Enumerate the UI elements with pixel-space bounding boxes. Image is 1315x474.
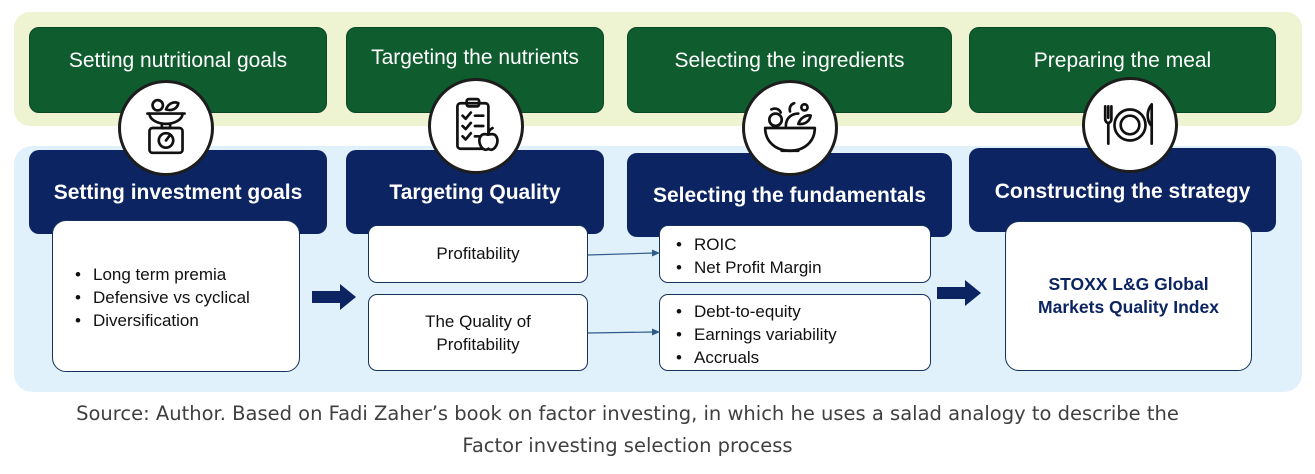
- list-item: Defensive vs cyclical: [71, 286, 299, 309]
- flow-arrow-icon: [937, 280, 981, 306]
- list-item: Debt-to-equity: [672, 300, 930, 323]
- strategy-result-text: STOXX L&G Global Markets Quality Index: [1038, 274, 1219, 317]
- caption-line-2: Factor investing selection process: [462, 434, 793, 457]
- list-item: ROIC: [672, 233, 930, 256]
- salad-bowl-icon: [742, 80, 838, 176]
- list-item: Net Profit Margin: [672, 256, 930, 279]
- list-item: Accruals: [672, 346, 930, 369]
- strategy-result-box: STOXX L&G Global Markets Quality Index: [1005, 221, 1252, 371]
- flow-arrow-icon: [312, 284, 356, 310]
- plate-cutlery-icon: [1082, 77, 1178, 173]
- invest-step-selecting-fundamentals: Selecting the fundamentals: [627, 153, 952, 237]
- connector-arrow-icon: [588, 249, 660, 257]
- invest-step-targeting-quality: Targeting Quality: [346, 150, 604, 234]
- connector-arrow-icon: [588, 328, 660, 336]
- list-item: Long term premia: [71, 263, 299, 286]
- food-step-preparing-meal: Preparing the meal: [969, 27, 1276, 113]
- quality-box-profitability: Profitability: [368, 225, 588, 283]
- investment-goals-box: Long term premia Defensive vs cyclical D…: [52, 220, 300, 372]
- checklist-apple-icon: [428, 78, 524, 174]
- quality-box-quality-of-profitability: The Quality of Profitability: [368, 294, 588, 371]
- fundamentals-box-profitability: ROIC Net Profit Margin: [659, 225, 931, 283]
- list-item: Diversification: [71, 309, 299, 332]
- caption-line-1: Source: Author. Based on Fadi Zaher’s bo…: [76, 402, 1179, 425]
- investment-goals-list: Long term premia Defensive vs cyclical D…: [71, 263, 299, 332]
- list-item: Earnings variability: [672, 323, 930, 346]
- kitchen-scale-icon: [118, 80, 214, 176]
- fundamentals-box-quality-of-profitability: Debt-to-equity Earnings variability Accr…: [659, 294, 931, 371]
